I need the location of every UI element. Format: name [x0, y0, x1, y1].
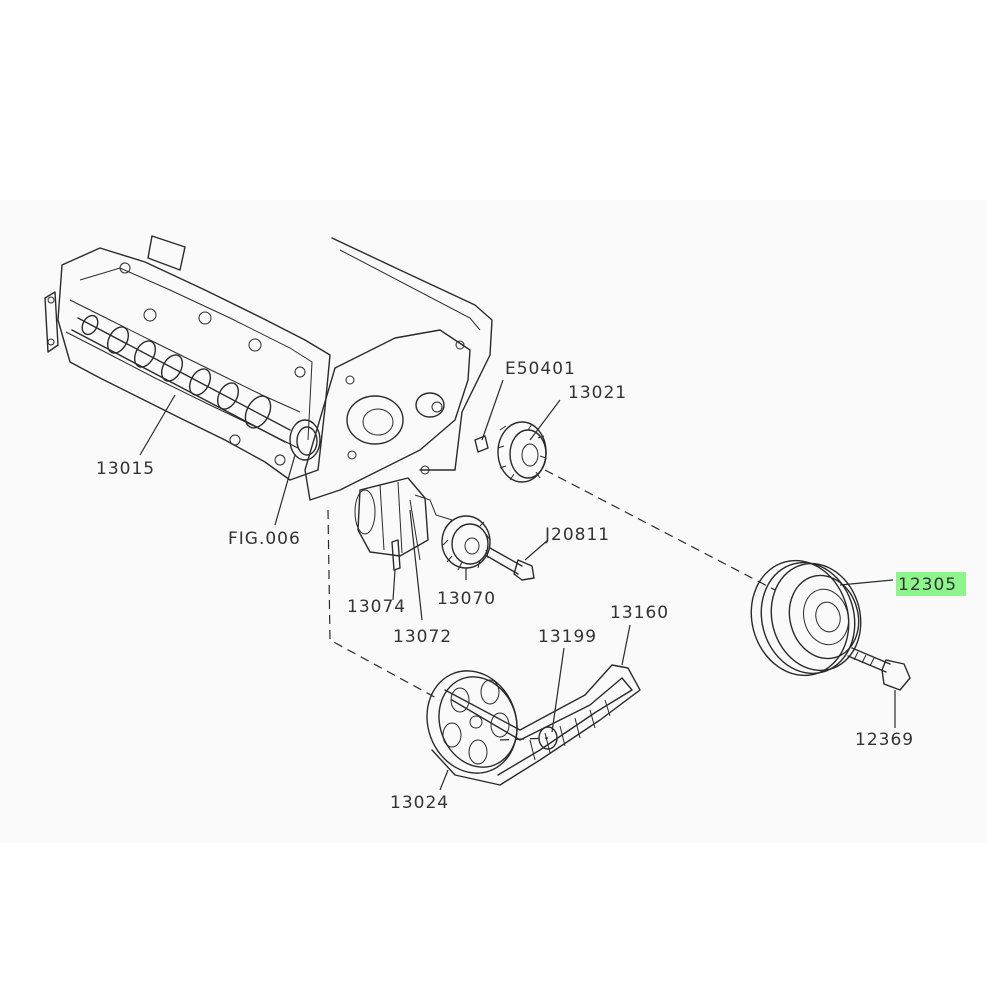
label-13015[interactable]: 13015 — [96, 459, 155, 479]
idler-pulley — [441, 515, 491, 571]
engine-block — [304, 237, 493, 501]
cam-seal — [289, 419, 321, 461]
cylinder-head — [44, 235, 331, 481]
leader-lines — [139, 379, 896, 791]
crank-bolt — [847, 647, 911, 691]
label-e50401[interactable]: E50401 — [505, 359, 576, 379]
bolt-j20811 — [486, 547, 535, 581]
label-j20811[interactable]: J20811 — [544, 525, 610, 545]
diagram-panel — [0, 200, 987, 843]
timing-belt — [431, 664, 641, 786]
label-13199[interactable]: 13199 — [538, 627, 597, 647]
sprocket-13021 — [497, 421, 547, 483]
label-fig-006[interactable]: FIG.006 — [228, 529, 301, 549]
crank-pulley — [750, 559, 862, 677]
assembly-lines — [327, 469, 776, 741]
label-12369[interactable]: 12369 — [855, 730, 914, 750]
highlight-box — [896, 572, 966, 596]
camshaft — [71, 314, 291, 443]
label-13074[interactable]: 13074 — [347, 597, 406, 617]
cam-sprocket — [426, 670, 518, 774]
label-13160[interactable]: 13160 — [610, 603, 669, 623]
label-13070[interactable]: 13070 — [437, 589, 496, 609]
belt-idler-13199 — [538, 726, 558, 750]
label-12305[interactable]: 12305 — [898, 575, 957, 595]
label-13021[interactable]: 13021 — [568, 383, 627, 403]
tensioner — [354, 477, 453, 571]
part-labels: 13015 FIG.006 E50401 13021 J20811 13070 … — [96, 359, 957, 813]
label-13072[interactable]: 13072 — [393, 627, 452, 647]
label-13024[interactable]: 13024 — [390, 793, 449, 813]
